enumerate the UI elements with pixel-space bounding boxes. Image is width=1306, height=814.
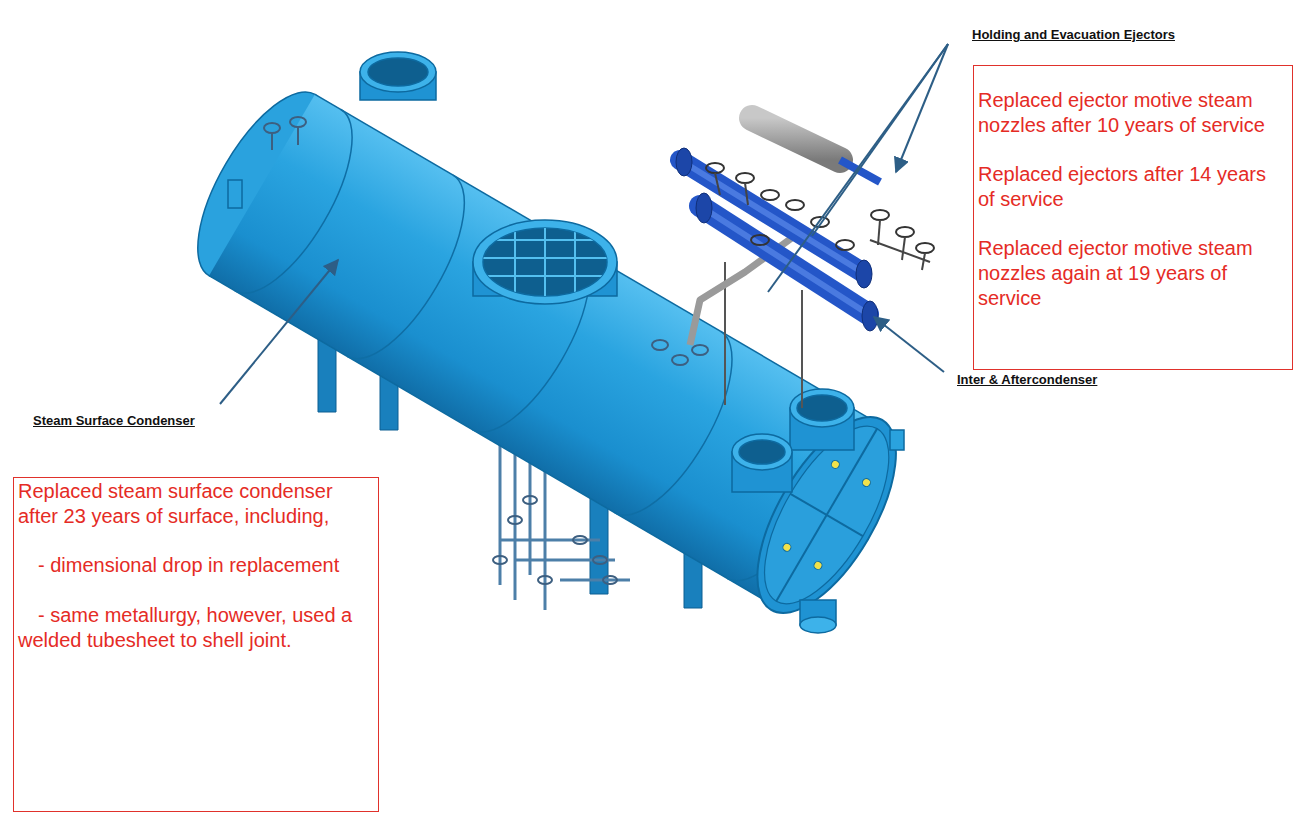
note-text: Replaced ejector motive steam nozzles ag… xyxy=(978,236,1288,311)
part-label: Steam Surface Condenser xyxy=(33,413,195,429)
note-text: Replaced ejector motive steam nozzles af… xyxy=(978,88,1288,138)
valve-handwheel xyxy=(493,496,617,584)
note-text: - same metallurgy, however, used a welde… xyxy=(18,603,374,653)
condenser-shell xyxy=(170,69,923,634)
part-label: Inter & Aftercondenser xyxy=(957,372,1097,388)
part-label: Holding and Evacuation Ejectors xyxy=(972,27,1175,43)
note-text: - dimensional drop in replacement xyxy=(18,553,374,578)
note-box: Replaced steam surface condenser after 2… xyxy=(13,477,379,812)
vent-valve xyxy=(264,117,708,365)
note-text: Replaced steam surface condenser after 2… xyxy=(18,479,374,529)
ejector-package xyxy=(676,118,934,408)
note-box: Replaced ejector motive steam nozzles af… xyxy=(973,65,1293,370)
note-text: Replaced ejectors after 14 years of serv… xyxy=(978,162,1288,212)
leader-line xyxy=(220,44,948,404)
shell-nozzle xyxy=(228,52,904,633)
